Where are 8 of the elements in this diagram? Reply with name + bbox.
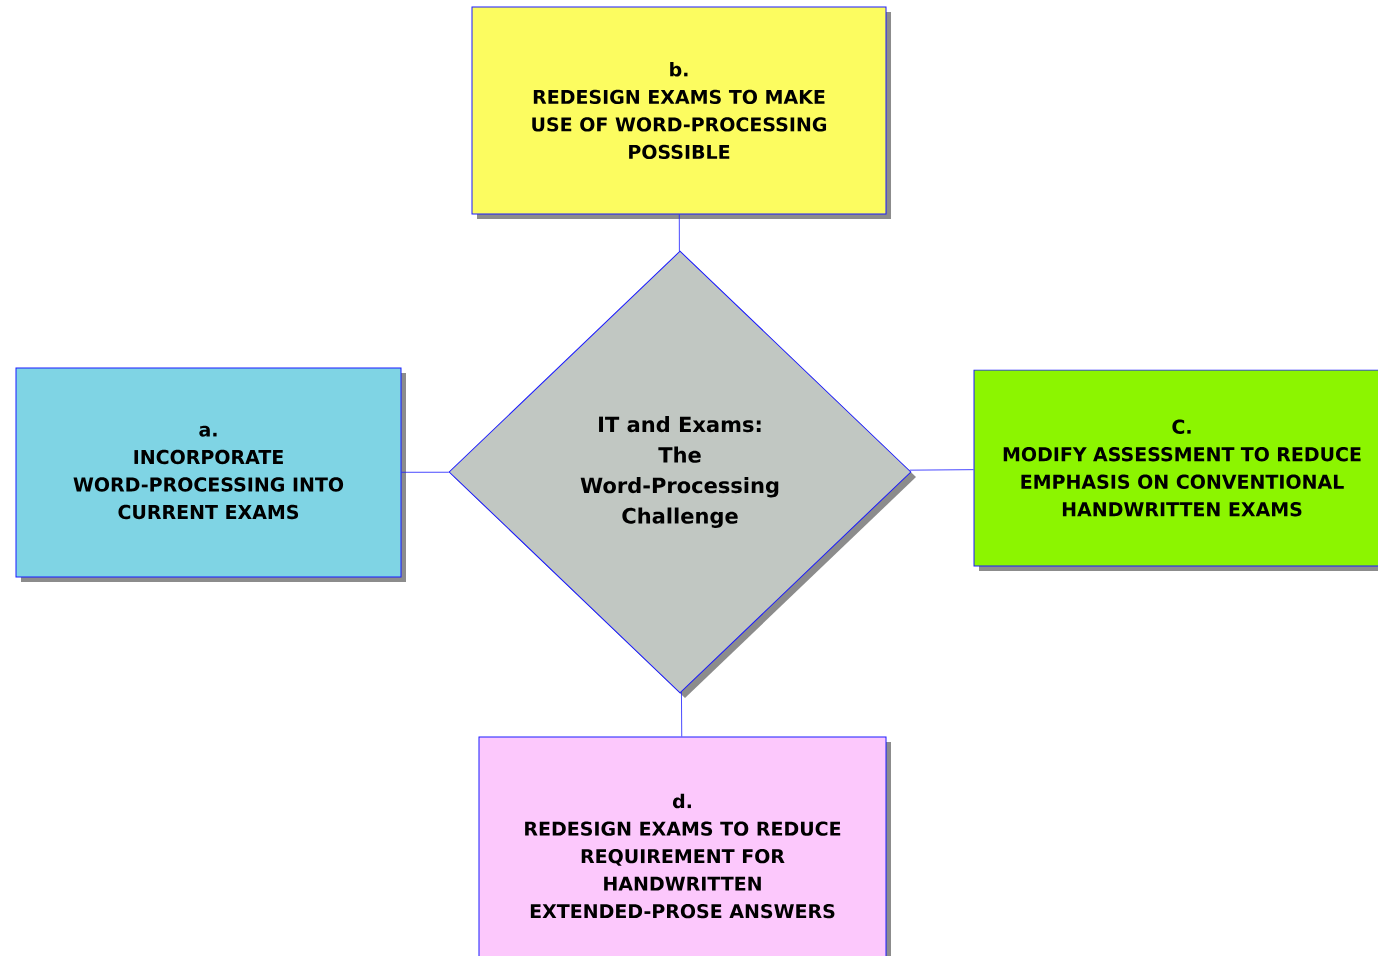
process-box: C. MODIFY ASSESSMENT TO REDUCE EMPHASIS ON CONVENTIONAL HANDWRITTEN EXAMS (973, 369, 1378, 571)
connector-line (401, 471, 450, 473)
process-box: b. REDESIGN EXAMS TO MAKE USE OF WORD-PROCESSING POSSIBLE (471, 6, 891, 219)
process-box: a. INCORPORATE WORD-PROCESSING INTO CURRENT EXAMS (15, 367, 406, 582)
process-box: d. REDESIGN EXAMS TO REDUCE REQUIREMENT FOR HANDWRITTEN EXTENDED-PROSE ANSWERS (478, 736, 891, 956)
connector-line (909, 469, 974, 471)
connector-line (681, 691, 683, 737)
connector-line (678, 214, 680, 252)
